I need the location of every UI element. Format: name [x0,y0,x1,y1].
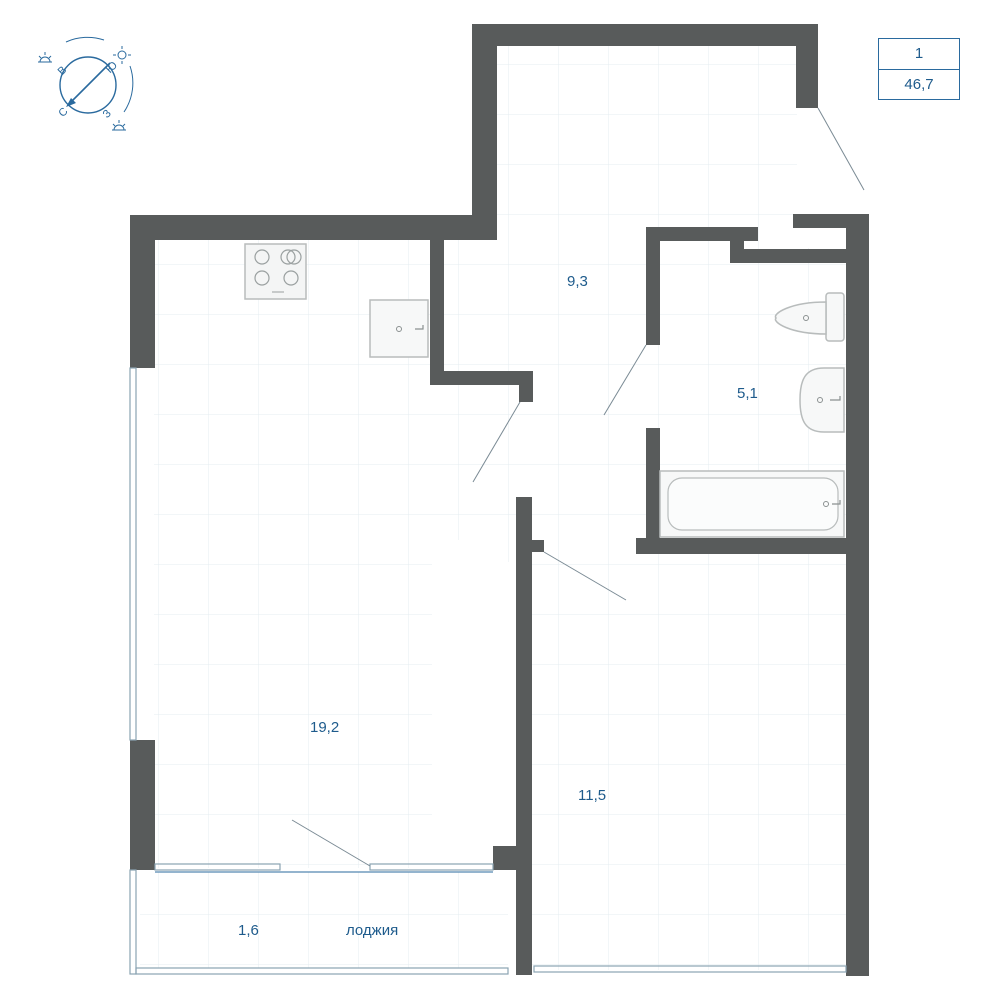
stove-icon [244,243,307,300]
bathtub-icon [659,470,845,538]
kitchen-sink-icon [369,299,429,358]
compass-south: Ю [104,59,120,75]
apartment-number: 1 [879,39,959,70]
bathroom-area-label: 5,1 [737,385,758,402]
windows [129,367,847,975]
apartment-total-area: 46,7 [904,76,934,93]
loggia-area-label: 1,6 [238,922,259,939]
sunset-icon [112,120,126,131]
sun-icon [113,46,131,64]
compass-icon: С В Ю З [38,36,134,131]
toilet-icon [774,292,845,342]
washbasin-icon [799,367,845,433]
sunrise-icon [38,52,52,63]
loggia-name-label: лоджия [346,922,398,939]
compass-west: З [101,107,114,120]
apartment-badge: 1 46,7 [878,38,960,100]
walls [130,24,869,976]
kitchen-living-area-label: 19,2 [310,719,339,736]
hall-area-label: 9,3 [567,273,588,290]
door-swings [291,107,865,867]
compass-north: С [56,106,70,120]
bedroom-area-label: 11,5 [578,787,606,804]
